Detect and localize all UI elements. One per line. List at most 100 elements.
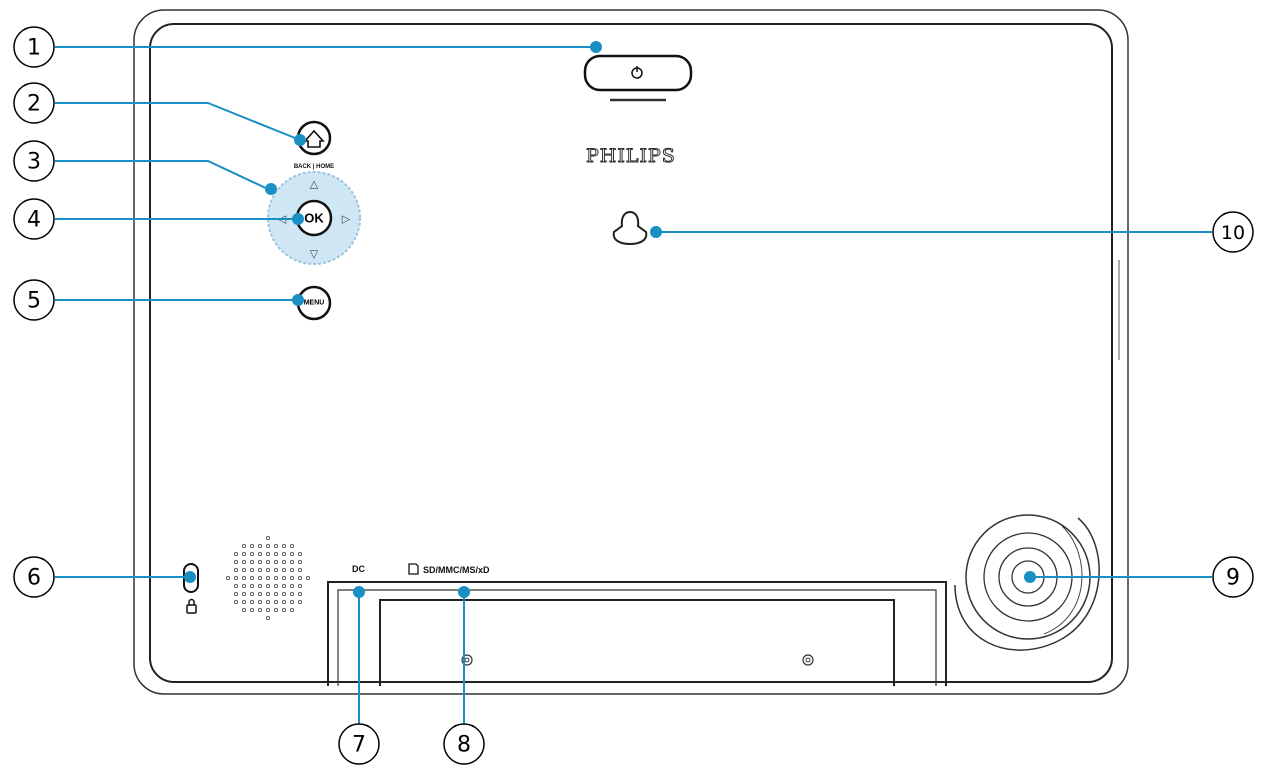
- speaker-hole: [297, 600, 302, 605]
- speaker-hole: [273, 608, 278, 613]
- speaker-hole: [249, 576, 254, 581]
- speaker-hole: [249, 592, 254, 597]
- speaker-hole: [257, 576, 262, 581]
- home-icon: [303, 129, 325, 148]
- speaker-hole: [281, 600, 286, 605]
- speaker-hole: [249, 608, 254, 613]
- home-button[interactable]: BACK | HOME: [294, 120, 334, 170]
- speaker-hole: [249, 544, 254, 549]
- nav-up-arrow[interactable]: △: [310, 178, 319, 191]
- speaker-hole: [241, 544, 246, 549]
- dot-8: [458, 586, 470, 598]
- speaker-hole: [233, 568, 238, 573]
- svg-text:5: 5: [27, 289, 41, 314]
- speaker-hole: [297, 576, 302, 581]
- speaker-hole: [281, 552, 286, 557]
- speaker-hole: [225, 576, 230, 581]
- callout-7: 7: [338, 723, 380, 765]
- device-body: [133, 9, 1129, 695]
- leader-3: [55, 160, 271, 191]
- callout-6: 6: [13, 556, 55, 598]
- power-button[interactable]: [583, 54, 693, 102]
- speaker-hole: [289, 584, 294, 589]
- brand-logo: PHILIPS: [586, 145, 676, 167]
- speaker-hole: [265, 544, 270, 549]
- svg-text:10: 10: [1221, 222, 1245, 244]
- speaker-hole: [265, 608, 270, 613]
- speaker-hole: [273, 552, 278, 557]
- speaker-hole: [257, 568, 262, 573]
- dc-label: DC: [352, 564, 365, 574]
- speaker-hole: [265, 568, 270, 573]
- speaker-hole: [249, 600, 254, 605]
- callout-2: 2: [13, 82, 55, 124]
- speaker-hole: [265, 536, 270, 541]
- wall-mount-hole: [612, 210, 648, 246]
- callout-3: 3: [13, 140, 55, 182]
- dot-6: [184, 571, 196, 583]
- dot-1: [590, 41, 602, 53]
- speaker-hole: [265, 600, 270, 605]
- speaker-hole: [265, 576, 270, 581]
- dot-7: [353, 586, 365, 598]
- screw-right: [802, 654, 814, 666]
- speaker-hole: [305, 576, 310, 581]
- speaker-hole: [289, 568, 294, 573]
- svg-text:8: 8: [457, 733, 471, 758]
- speaker-hole: [249, 584, 254, 589]
- ok-button[interactable]: OK: [295, 199, 333, 237]
- speaker-hole: [281, 608, 286, 613]
- port-bay: [327, 581, 947, 686]
- speaker-hole: [281, 584, 286, 589]
- speaker-hole: [233, 584, 238, 589]
- dot-4: [292, 213, 304, 225]
- callout-5: 5: [13, 279, 55, 321]
- svg-text:9: 9: [1226, 566, 1240, 591]
- speaker-hole: [273, 568, 278, 573]
- speaker-hole: [249, 568, 254, 573]
- speaker-hole: [257, 552, 262, 557]
- card-label: SD/MMC/MS/xD: [423, 565, 490, 575]
- nav-down-arrow[interactable]: ▽: [310, 248, 319, 261]
- speaker-hole: [289, 608, 294, 613]
- speaker-hole: [297, 560, 302, 565]
- speaker-hole: [265, 560, 270, 565]
- svg-text:1: 1: [27, 36, 41, 61]
- callout-4: 4: [13, 198, 55, 240]
- speaker-hole: [289, 600, 294, 605]
- speaker-hole: [289, 552, 294, 557]
- svg-text:4: 4: [27, 208, 41, 233]
- speaker-hole: [265, 592, 270, 597]
- sd-card-icon: [408, 563, 419, 575]
- nav-right-arrow[interactable]: ▷: [342, 213, 351, 226]
- speaker-hole: [257, 560, 262, 565]
- speaker-hole: [297, 568, 302, 573]
- speaker-hole: [273, 584, 278, 589]
- speaker-hole: [249, 552, 254, 557]
- speaker-hole: [241, 584, 246, 589]
- ok-label: OK: [304, 211, 324, 226]
- speaker-hole: [273, 560, 278, 565]
- speaker-hole: [233, 576, 238, 581]
- dot-5: [292, 294, 304, 306]
- speaker-hole: [273, 576, 278, 581]
- dot-9: [1024, 571, 1036, 583]
- speaker-hole: [241, 608, 246, 613]
- speaker-hole: [257, 584, 262, 589]
- speaker-hole: [273, 592, 278, 597]
- speaker-hole: [265, 584, 270, 589]
- speaker-hole: [257, 592, 262, 597]
- speaker-grille: [225, 536, 310, 621]
- speaker-hole: [289, 592, 294, 597]
- speaker-hole: [241, 576, 246, 581]
- speaker-hole: [257, 600, 262, 605]
- leader-lines: [55, 46, 1212, 727]
- callout-10: 10: [1212, 211, 1254, 253]
- speaker-hole: [289, 576, 294, 581]
- speaker-hole: [241, 592, 246, 597]
- dot-3: [265, 183, 277, 195]
- leader-2: [55, 102, 301, 141]
- speaker-hole: [241, 560, 246, 565]
- speaker-hole: [297, 592, 302, 597]
